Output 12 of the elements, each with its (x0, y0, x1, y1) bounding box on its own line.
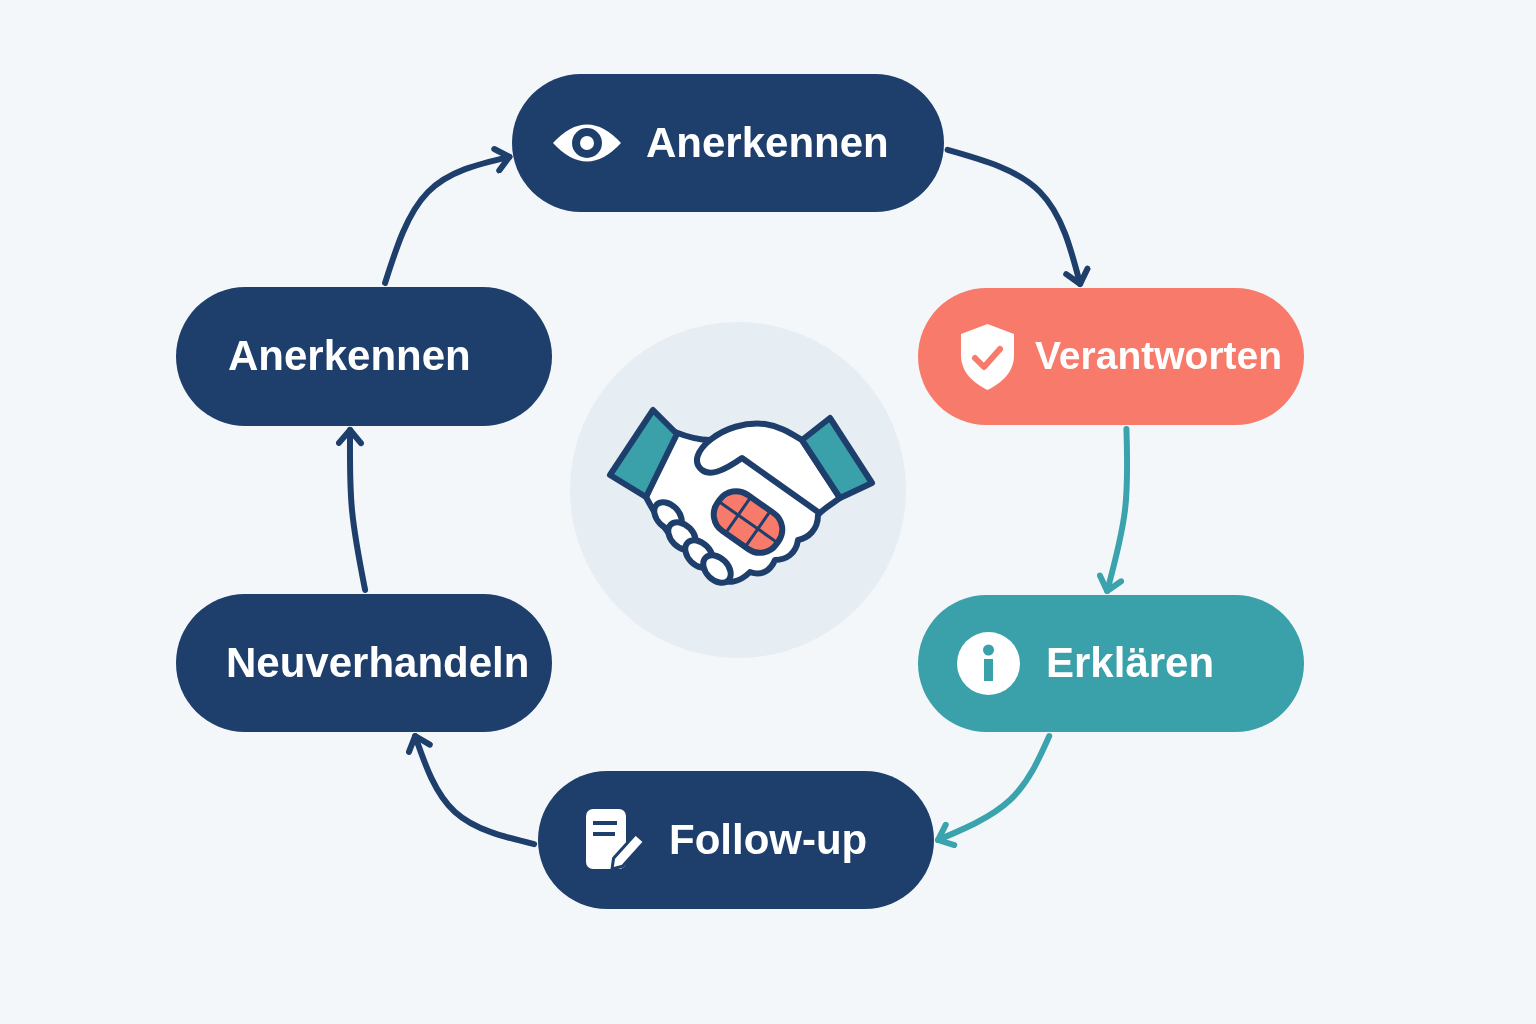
step-label: Verantworten (1035, 334, 1283, 379)
step-label: Follow-up (669, 815, 868, 865)
step-label: Anerkennen (646, 118, 889, 168)
step-label: Neuverhandeln (226, 638, 530, 688)
arrow (335, 427, 369, 593)
arrow (1096, 426, 1131, 594)
step-label: Erklären (1046, 639, 1215, 688)
arrow (382, 146, 513, 286)
arrow (935, 733, 1053, 849)
arrow (406, 733, 538, 848)
arrow (944, 146, 1091, 287)
step-label: Anerkennen (228, 332, 471, 381)
